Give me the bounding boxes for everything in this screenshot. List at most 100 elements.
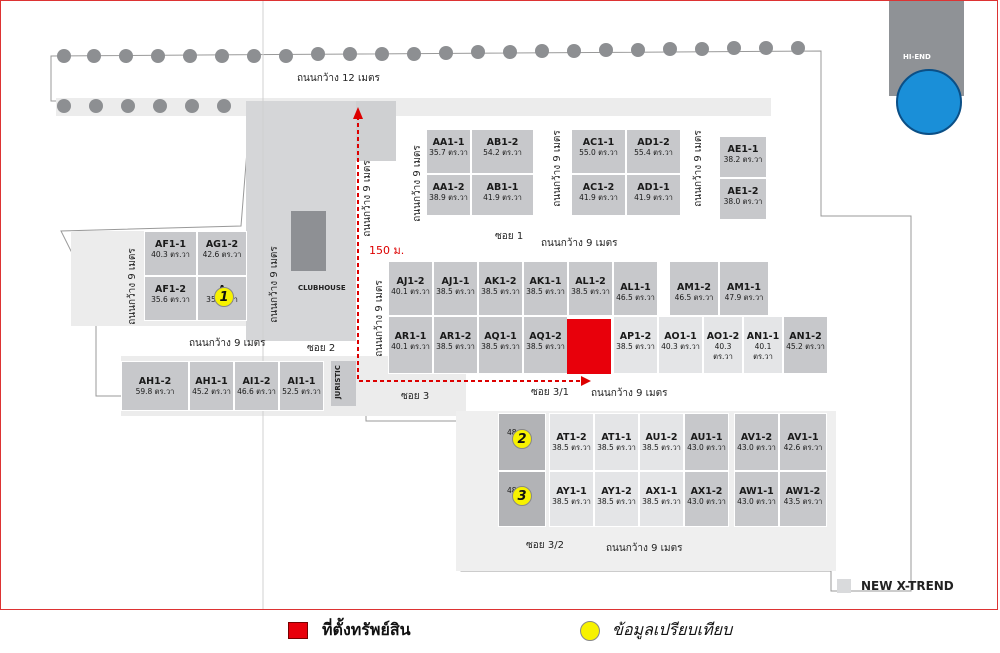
soi-1-label: ซอย 1 bbox=[495, 231, 524, 242]
tree-icon bbox=[119, 49, 133, 63]
tree-icon bbox=[247, 49, 261, 63]
juristic-building bbox=[331, 361, 356, 406]
comparison-data-legend: ข้อมูลเปรียบเทียบ bbox=[612, 620, 733, 639]
tree-icon bbox=[215, 49, 229, 63]
road-9m-vertical-7: ถนนกว้าง 9 เมตร bbox=[126, 248, 138, 325]
tree-icon bbox=[695, 42, 709, 56]
tree-icon bbox=[439, 46, 453, 60]
soi-3-2-label: ซอย 3/2 bbox=[526, 540, 564, 551]
site-plan-map: HI-END ถนนกว้าง 12 เมตร ถนนกว้าง 9 เมตร … bbox=[0, 0, 998, 610]
route-path bbox=[357, 116, 584, 382]
road-9m-label-1: ถนนกว้าง 9 เมตร bbox=[541, 238, 618, 249]
road-9m-vertical-1: ถนนกว้าง 9 เมตร bbox=[411, 145, 423, 222]
route-arrow-right bbox=[581, 376, 591, 386]
comparison-data-swatch bbox=[580, 621, 600, 641]
road-9m-vertical-5: ถนนกว้าง 9 เมตร bbox=[373, 280, 385, 357]
soi-2-label: ซอย 2 bbox=[307, 343, 336, 354]
distance-label: 150 ม. bbox=[369, 244, 405, 257]
property-location-swatch bbox=[288, 622, 308, 639]
road-12m-label: ถนนกว้าง 12 เมตร bbox=[297, 73, 380, 84]
road-9m-label-3: ถนนกว้าง 9 เมตร bbox=[591, 388, 668, 399]
tree-icon bbox=[153, 99, 167, 113]
tree-icon bbox=[183, 49, 197, 63]
property-location-plot[interactable] bbox=[567, 319, 611, 374]
tree-icon bbox=[151, 49, 165, 63]
tree-icon bbox=[279, 49, 293, 63]
tree-icon bbox=[567, 44, 581, 58]
tree-icon bbox=[599, 43, 613, 57]
property-location-legend: ที่ตั้งทรัพย์สิน bbox=[322, 620, 411, 639]
tree-icon bbox=[375, 47, 389, 61]
clubhouse-building bbox=[291, 211, 326, 271]
soi-3-label: ซอย 3 bbox=[401, 391, 430, 402]
tree-icon bbox=[791, 41, 805, 55]
comparison-marker-2[interactable]: 2 bbox=[512, 429, 532, 449]
logo-circle-icon bbox=[896, 69, 962, 135]
road-12m-strip bbox=[56, 98, 771, 116]
site-boundary bbox=[50, 50, 912, 592]
tree-icon bbox=[121, 99, 135, 113]
tree-icon bbox=[343, 47, 357, 61]
road-9m-label-4: ถนนกว้าง 9 เมตร bbox=[606, 543, 683, 554]
tree-icon bbox=[185, 99, 199, 113]
tree-icon bbox=[311, 47, 325, 61]
comparison-marker-3[interactable]: 3 bbox=[512, 486, 532, 506]
juristic-label: JURISTIC bbox=[333, 365, 342, 399]
comparison-marker-1[interactable]: 1 bbox=[214, 287, 234, 307]
road-9m-vertical-6: ถนนกว้าง 9 เมตร bbox=[268, 246, 280, 323]
entrance-area bbox=[356, 101, 396, 161]
tree-icon bbox=[217, 99, 231, 113]
tree-icon bbox=[631, 43, 645, 57]
tree-icon bbox=[57, 99, 71, 113]
tree-icon bbox=[759, 41, 773, 55]
road-9m-vertical-2: ถนนกว้าง 9 เมตร bbox=[551, 130, 563, 207]
tree-icon bbox=[57, 49, 71, 63]
